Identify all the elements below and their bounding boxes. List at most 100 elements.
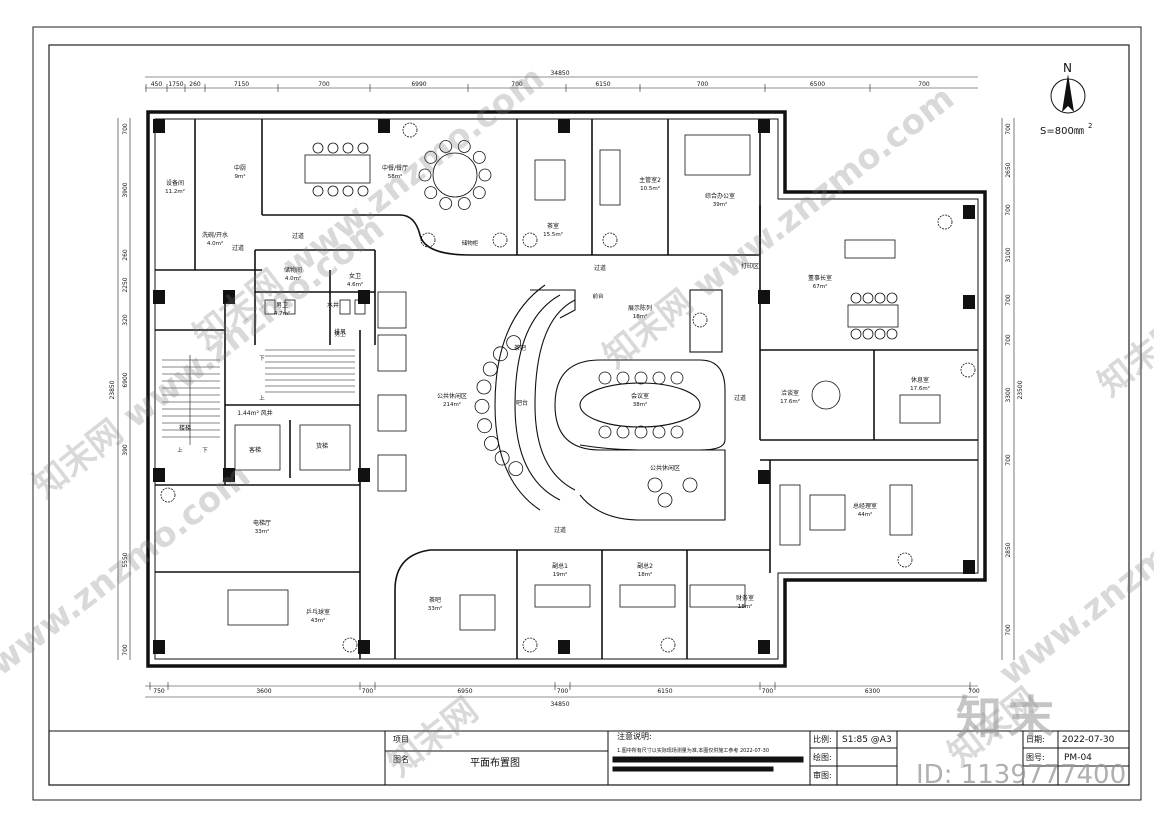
- column: [358, 290, 370, 304]
- room-label-vgm1: 副总1: [552, 562, 568, 570]
- chair: [342, 142, 354, 154]
- room-label-rest: 休息室: [911, 376, 929, 384]
- dim-top-text: 6990: [411, 81, 426, 88]
- room-labels: 设备间11.2m²中厨9m²中餐/餐厅58m²茶室15.5m²主管室210.5m…: [165, 164, 930, 624]
- room-area-liftlobby: 33m²: [255, 528, 270, 535]
- scale-text: S=800㎜: [1040, 126, 1084, 137]
- dim-left-text: 700: [122, 123, 129, 135]
- booth: [377, 394, 407, 432]
- column: [758, 290, 770, 304]
- toilet: [284, 299, 296, 315]
- chair: [357, 185, 369, 197]
- small-label: 储物柜: [462, 239, 479, 247]
- bed: [899, 394, 941, 424]
- room-area-mwc: 4.7m²: [274, 310, 290, 317]
- column: [153, 119, 165, 133]
- room-area-show: 18m²: [633, 313, 648, 320]
- dim-bottom-text: 700: [557, 688, 569, 695]
- dim-top-text: 700: [918, 81, 930, 88]
- tea-table: [534, 159, 566, 201]
- room-label-neg: 洽谈室: [781, 389, 799, 397]
- corridor-label: 过道: [734, 394, 746, 402]
- tea-bar-table: [459, 594, 496, 631]
- lounge-seat: [647, 477, 663, 493]
- dim-bottom-text: 6150: [657, 688, 672, 695]
- booth: [377, 291, 407, 329]
- tb-drawing-name: 平面布置图: [470, 757, 520, 769]
- dining-chair: [418, 168, 432, 182]
- booth: [377, 454, 407, 492]
- toilet: [264, 299, 276, 315]
- room-area-neg: 17.6m²: [780, 398, 800, 405]
- tb-ratio-value: S1:85 @A3: [842, 735, 892, 745]
- room-label-office: 综合办公室: [705, 192, 735, 200]
- room-label-activity: 乒乓球室: [306, 608, 330, 616]
- interior-walls: [155, 119, 978, 659]
- lounge-stool: [506, 335, 522, 351]
- room-label-teabar: 茶吧: [429, 596, 441, 604]
- vgm-desk: [534, 584, 591, 608]
- dining-chair: [478, 168, 492, 182]
- tb-ratio-label: 比例:: [813, 734, 832, 744]
- dim-right-text: 700: [1005, 204, 1012, 216]
- long-table: [304, 154, 371, 184]
- plant-icon: [692, 312, 708, 328]
- plant-icon: [897, 552, 913, 568]
- lounge-stool: [494, 450, 510, 466]
- room-label-mwc: 男卫: [276, 302, 288, 309]
- toilet: [354, 299, 366, 315]
- chair: [342, 185, 354, 197]
- room-area-mgr2: 10.5m²: [640, 185, 660, 192]
- dim-left-text: 3900: [122, 182, 129, 197]
- dim-left-text: 390: [122, 444, 129, 456]
- corridor-label: 过道: [232, 244, 244, 252]
- column: [963, 560, 975, 574]
- room-area-activity: 43m²: [311, 617, 326, 624]
- north-arrow: N S=800㎜ 2: [1040, 61, 1092, 137]
- stair-hatching: [162, 349, 355, 445]
- lounge-stool: [482, 361, 498, 377]
- room-label-chair: 董事长室: [808, 274, 832, 282]
- room-area-rest: 17.6m²: [910, 385, 930, 392]
- room-label-tea: 茶室: [547, 222, 559, 230]
- dim-right-total: 23500: [1017, 380, 1024, 399]
- room-label-stair: 楼梯: [179, 424, 191, 432]
- room-area-dining: 58m²: [388, 173, 403, 180]
- meeting-chair: [652, 371, 666, 385]
- dim-left-total: 23850: [109, 380, 116, 399]
- plant-icon: [660, 637, 676, 653]
- north-letter: N: [1063, 61, 1072, 75]
- lounge-stool: [493, 346, 508, 362]
- title-block: [48, 730, 1130, 786]
- dim-top-text: 700: [697, 81, 709, 88]
- room-label-lift2: 货梯: [316, 442, 328, 450]
- dining-chair: [457, 197, 471, 210]
- room-area-washup: 4.0m²: [207, 240, 223, 247]
- dining-chair: [439, 140, 453, 153]
- dim-right-text: 2650: [1005, 162, 1012, 177]
- structural-columns: [153, 119, 975, 654]
- chair: [312, 185, 324, 197]
- room-label-finance: 财务室: [736, 594, 754, 602]
- chair: [862, 292, 874, 304]
- dim-top-text: 6150: [595, 81, 610, 88]
- dim-bottom-text: 700: [362, 688, 374, 695]
- dimension-lines: [117, 76, 1015, 698]
- dim-bottom-text: 700: [762, 688, 774, 695]
- dim-bottom-text: 6950: [457, 688, 472, 695]
- dim-right-text: 700: [1005, 123, 1012, 135]
- plant-icon: [937, 214, 953, 230]
- room-label-lift1: 客梯: [249, 446, 261, 454]
- column: [153, 640, 165, 654]
- room-label-washup: 洗碗/开水: [202, 231, 228, 239]
- small-label: 上: [259, 394, 265, 402]
- room-area-meeting: 38m²: [633, 401, 648, 408]
- room-label-dining: 中餐/餐厅: [382, 164, 408, 172]
- column: [378, 119, 390, 133]
- tb-review-label: 审图:: [813, 770, 832, 780]
- meeting-chair: [598, 425, 612, 439]
- room-area-fwc: 4.6m²: [347, 281, 363, 288]
- room-label-liftlobby: 电梯厅: [253, 519, 271, 527]
